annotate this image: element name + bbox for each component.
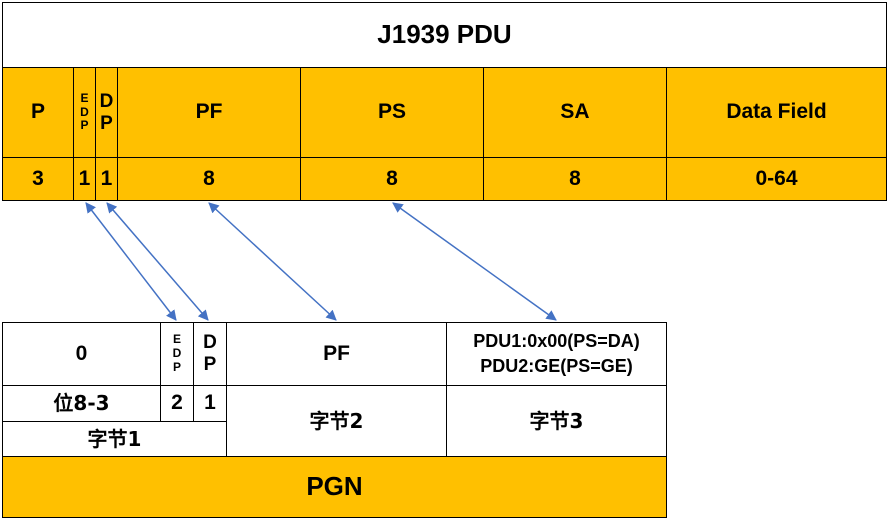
- pdu-title: J1939 PDU: [2, 2, 887, 68]
- bits-dp: 1: [95, 157, 118, 201]
- pgn-dp-field: D P: [193, 322, 227, 386]
- pgn-byte2: 字节2: [226, 385, 447, 457]
- pgn-ps-field: PDU1:0x00(PS=DA) PDU2:GE(PS=GE): [446, 322, 667, 386]
- header-pf: PF: [117, 67, 301, 158]
- pgn-byte3: 字节3: [446, 385, 667, 457]
- bits-ps: 8: [300, 157, 484, 201]
- header-p: P: [2, 67, 74, 158]
- arrow-edp: [85, 202, 177, 321]
- pgn-edp-e: E: [172, 332, 181, 347]
- bits-p: 3: [2, 157, 74, 201]
- pgn-byte1: 字节1: [2, 421, 227, 457]
- bits-pf: 8: [117, 157, 301, 201]
- arrow-pf: [208, 202, 337, 321]
- pgn-dp-p: P: [203, 354, 217, 375]
- arrow-dp: [106, 202, 209, 321]
- bits-sa: 8: [483, 157, 667, 201]
- bits-edp: 1: [73, 157, 96, 201]
- header-edp-d: D: [80, 104, 89, 119]
- pgn-pf-field: PF: [226, 322, 447, 386]
- header-dp-p: P: [100, 112, 113, 134]
- pgn-ps-pdu2: PDU2:GE(PS=GE): [480, 356, 633, 376]
- header-dp-d: D: [99, 90, 114, 112]
- header-dp: D P: [95, 67, 118, 158]
- pgn-edp-d: D: [172, 346, 182, 361]
- pgn-label: PGN: [2, 456, 667, 518]
- header-edp: E D P: [73, 67, 96, 158]
- pgn-edp-p: P: [172, 359, 181, 374]
- header-sa: SA: [483, 67, 667, 158]
- pgn-zero-field: 0: [2, 322, 161, 386]
- pgn-ps-pdu1: PDU1:0x00(PS=DA): [473, 331, 640, 352]
- pgn-dp-d: D: [203, 332, 217, 354]
- pgn-bits-label: 位8-3: [2, 385, 161, 422]
- header-edp-p: P: [80, 118, 89, 133]
- header-ps: PS: [300, 67, 484, 158]
- header-data-field: Data Field: [666, 67, 887, 158]
- pgn-edp-field: E D P: [160, 322, 194, 386]
- arrow-ps: [392, 202, 557, 321]
- pgn-dp-value: 1: [193, 385, 227, 422]
- bits-data-field: 0-64: [666, 157, 887, 201]
- header-edp-e: E: [80, 90, 89, 105]
- pgn-edp-value: 2: [160, 385, 194, 422]
